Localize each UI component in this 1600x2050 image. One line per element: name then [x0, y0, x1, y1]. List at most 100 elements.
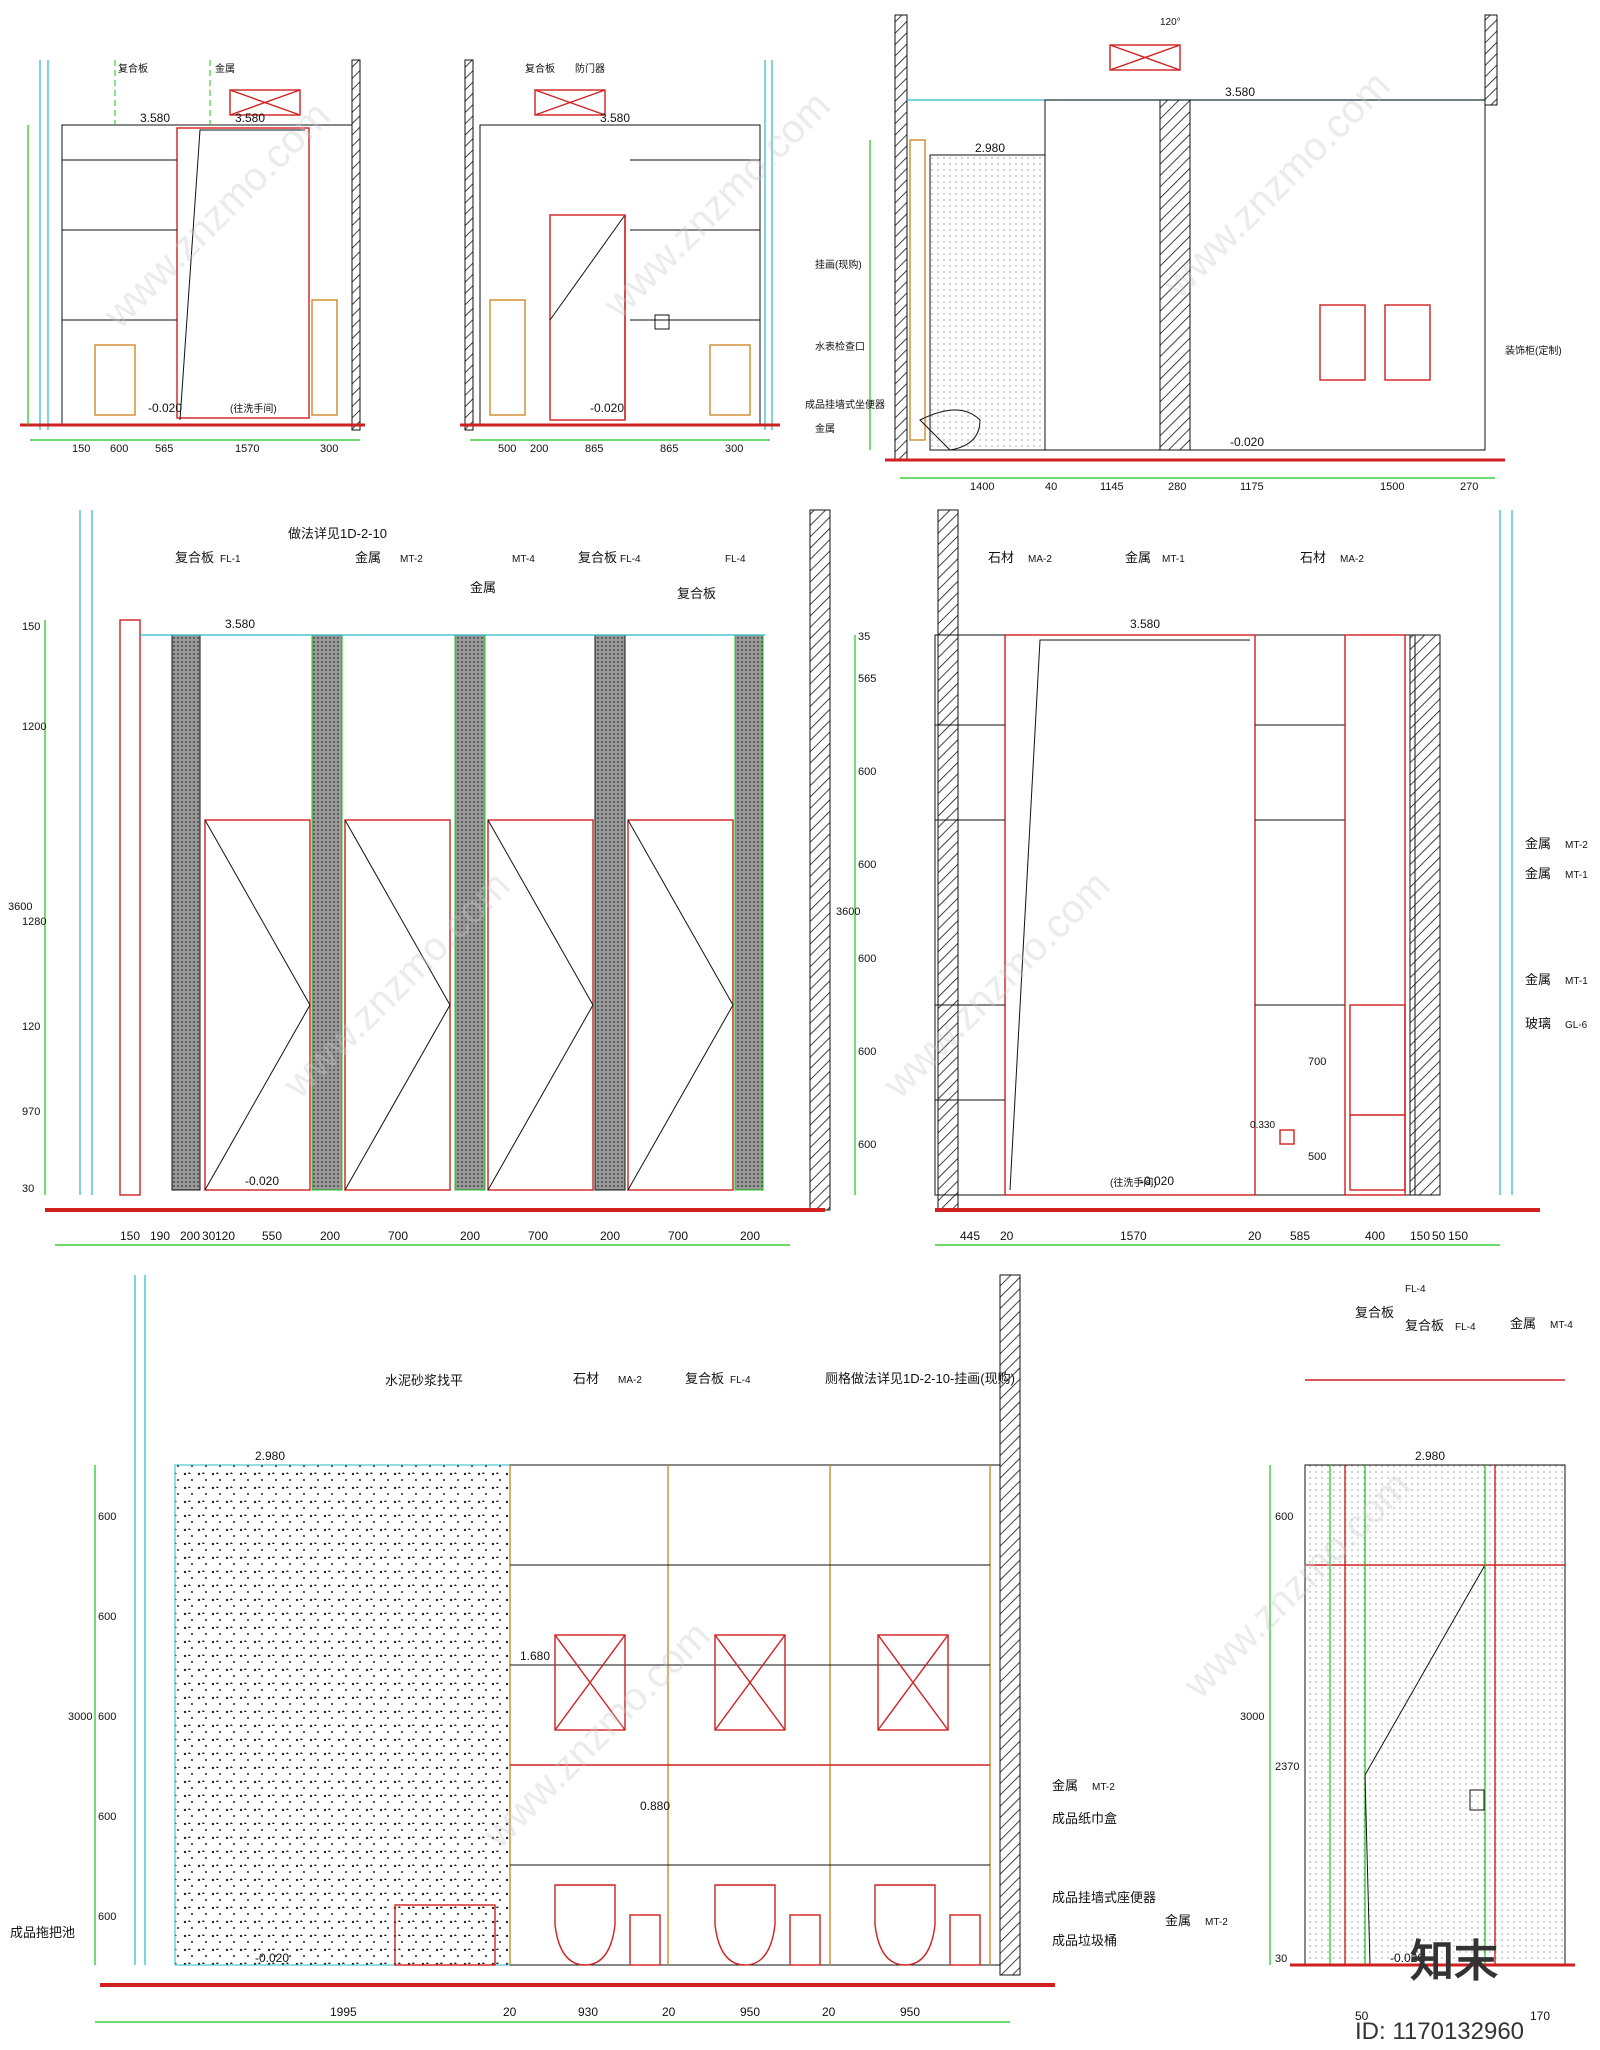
p1-tag-2: 金属	[215, 62, 235, 75]
tag-code: MT-1	[1565, 976, 1588, 987]
p2-floor-level: -0.020	[590, 401, 624, 415]
dim: 600	[98, 1511, 116, 1523]
tag: 玻璃	[1525, 1016, 1551, 1031]
dim: 1280	[22, 916, 46, 928]
dim: 20	[1248, 1229, 1262, 1243]
watermark: www.znzmo.com	[475, 1613, 719, 1857]
p6-level-3: 0.880	[640, 1799, 670, 1813]
dim: 200	[740, 1229, 760, 1243]
elevation-panel-1: 3.580 3.580 -0.020 (往洗手间) 复合板 金属 150 600…	[20, 59, 365, 455]
p1-floor-level: -0.020	[148, 401, 182, 415]
elevation-panel-7: 2.980 -0.020 复合板 FL-4 复合板 FL-4 金属 MT-4 金…	[1165, 1284, 1575, 2023]
tag-code: FL-4	[725, 554, 746, 565]
tag-code: FL-4	[730, 1375, 751, 1386]
tag-code: MT-4	[1550, 1320, 1573, 1331]
p6-floor-level: -0.020	[255, 1951, 289, 1965]
elevation-panel-2: 3.580 -0.020 复合板 防门器 500 200 865 865 300	[460, 59, 780, 455]
tag-code: MT-4	[512, 554, 535, 565]
tag-code: MT-2	[1205, 1917, 1228, 1928]
elevation-panel-4: 3.580 -0.020 做法详见1D-2-10 金属 复合板 复合板 FL-1…	[8, 509, 831, 1246]
p4-note-2: 金属	[470, 580, 496, 595]
p3-right-label: 装饰柜(定制)	[1505, 344, 1562, 357]
dim: 300	[320, 443, 338, 455]
dim: 1200	[22, 721, 46, 733]
dim: 50	[1355, 2009, 1369, 2023]
dim: 50	[1432, 1229, 1446, 1243]
tag: 金属	[355, 550, 381, 565]
dim: 700	[1308, 1056, 1326, 1068]
dim: 150	[120, 1229, 140, 1243]
p2-tag-1: 复合板	[525, 62, 555, 75]
tag: 金属	[1525, 972, 1551, 987]
p5-dims: 35 565 600 600 600 600 600 3600 700 500 …	[836, 631, 1468, 1243]
p1-level-2: 3.580	[235, 111, 265, 125]
tag-code: MT-2	[1092, 1782, 1115, 1793]
dim: 40	[1045, 481, 1057, 493]
dim: 190	[150, 1229, 170, 1243]
tag: 金属	[1525, 866, 1551, 881]
dim-total: 3600	[8, 901, 32, 913]
dim: 280	[1168, 481, 1186, 493]
dim: 1400	[970, 481, 994, 493]
dim: 2370	[1275, 1761, 1299, 1773]
p4-level: 3.580	[225, 617, 255, 631]
p4-floor-level: -0.020	[245, 1174, 279, 1188]
dim: 550	[262, 1229, 282, 1243]
dim: 600	[110, 443, 128, 455]
p3-angle: 120°	[1160, 17, 1181, 28]
p1-level: 3.580	[140, 111, 170, 125]
dim: 1500	[1380, 481, 1404, 493]
p5-small-level: 0.330	[1250, 1120, 1275, 1131]
tag: 金属	[1052, 1778, 1078, 1793]
dim-total: 3000	[1240, 1711, 1264, 1723]
dim: 170	[1530, 2009, 1550, 2023]
p2-level: 3.580	[600, 111, 630, 125]
dim: 150	[1448, 1229, 1468, 1243]
p1-dims: 150 600 565 1570 300	[72, 443, 338, 455]
dim: 600	[858, 1139, 876, 1151]
watermark: www.znzmo.com	[875, 863, 1119, 1107]
dim: 35	[858, 631, 870, 643]
dim: 950	[900, 2005, 920, 2019]
dim: 30	[202, 1229, 216, 1243]
dim: 585	[1290, 1229, 1310, 1243]
dim: 270	[1460, 481, 1478, 493]
p7-floor-level: -0.020	[1390, 1951, 1424, 1965]
elevation-panel-6: 2.980 1.680 0.880 -0.020 水泥砂浆找平 石材 MA-2 …	[10, 1274, 1156, 2023]
dim: 700	[668, 1229, 688, 1243]
tag: 厕格做法详见1D-2-10-挂画(现购)	[825, 1371, 1015, 1386]
tag: 石材	[988, 550, 1014, 565]
p3-label-1: 挂画(现购)	[815, 258, 862, 271]
p3-dims: 1400 40 1145 280 1175 1500 270	[970, 481, 1478, 493]
tag: 石材	[1300, 550, 1326, 565]
tag: 金属	[1125, 550, 1151, 565]
tag-code: MT-2	[1565, 840, 1588, 851]
p3-level: 3.580	[1225, 85, 1255, 99]
p6-level: 2.980	[255, 1449, 285, 1463]
dim: 150	[72, 443, 90, 455]
dim: 200	[460, 1229, 480, 1243]
dim: 600	[858, 859, 876, 871]
dim: 865	[660, 443, 678, 455]
dim: 20	[1000, 1229, 1014, 1243]
dim: 1995	[330, 2005, 357, 2019]
dim: 700	[388, 1229, 408, 1243]
elevation-panel-5: 3.580 -0.020 (往洗手间) 0.330 石材 MA-2 金属 MT-…	[836, 509, 1588, 1246]
dim: 20	[822, 2005, 836, 2019]
dim: 200	[320, 1229, 340, 1243]
dim: 20	[503, 2005, 517, 2019]
dim: 565	[155, 443, 173, 455]
dim: 500	[1308, 1151, 1326, 1163]
tag: 复合板	[578, 550, 617, 565]
dim: 700	[528, 1229, 548, 1243]
tag: 成品拖把池	[10, 1925, 75, 1940]
dim: 200	[530, 443, 548, 455]
dim: 120	[215, 1229, 235, 1243]
dim: 200	[600, 1229, 620, 1243]
p6-dims: 600 600 600 600 600 3000 1995 20 930 20 …	[68, 1511, 920, 2019]
p4-tags: 复合板 FL-1 金属 MT-2 MT-4 复合板 FL-4 FL-4	[175, 550, 746, 565]
p6-note-cement: 水泥砂浆找平	[385, 1373, 463, 1388]
dim: 30	[22, 1183, 34, 1195]
p3-level-2: 2.980	[975, 141, 1005, 155]
tag-code: MT-1	[1162, 554, 1185, 565]
